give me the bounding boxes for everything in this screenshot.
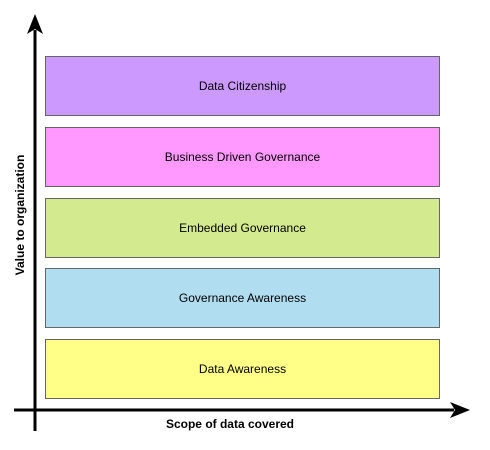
y-axis-label: Value to organization (13, 154, 27, 276)
level-label: Embedded Governance (179, 221, 306, 235)
level-box-data-awareness: Data Awareness (45, 339, 440, 399)
level-box-embedded-governance: Embedded Governance (45, 198, 440, 258)
level-label: Data Citizenship (198, 79, 287, 93)
x-axis-arrowhead (450, 402, 470, 418)
level-label: Data Awareness (198, 362, 287, 376)
level-label: Governance Awareness (178, 291, 307, 305)
level-box-data-citizenship: Data Citizenship (45, 56, 440, 116)
x-axis-label: Scope of data covered (165, 417, 295, 431)
y-axis-arrowhead (27, 14, 43, 34)
level-box-governance-awareness: Governance Awareness (45, 268, 440, 328)
level-box-business-driven-governance: Business Driven Governance (45, 127, 440, 187)
level-label: Business Driven Governance (164, 150, 321, 164)
